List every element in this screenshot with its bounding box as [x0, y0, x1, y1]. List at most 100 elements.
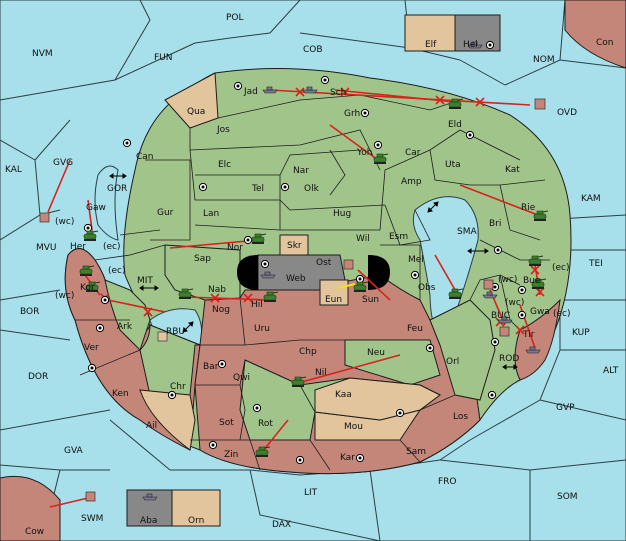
label-rie: Rie	[521, 203, 536, 213]
label-nvm: NVM	[32, 49, 53, 59]
label-orn: Orn	[188, 516, 204, 526]
province-sap-area	[164, 244, 241, 301]
label-nar: Nar	[293, 166, 309, 176]
label-kam: KAM	[581, 194, 601, 204]
impassable-west	[237, 255, 258, 290]
label-coast-wc: (wc)	[498, 275, 517, 285]
label-kor: Kor	[80, 283, 95, 293]
passage-arrows	[109, 173, 518, 370]
sea-gor[interactable]	[94, 165, 119, 241]
label-tei: TEI	[588, 259, 603, 269]
label-yoh: Yoh	[356, 148, 373, 158]
label-sam: Sam	[406, 447, 426, 457]
label-mel: Mel	[408, 255, 424, 265]
label-chp: Chp	[299, 347, 317, 357]
label-ail: Ail	[146, 421, 157, 431]
label-bue: Bue	[523, 276, 541, 286]
label-ver: Ver	[84, 343, 99, 353]
label-orl: Orl	[446, 357, 459, 367]
label-aba: Aba	[140, 516, 157, 526]
province-labels: POL NVM FUN COB NOM Elf Hel Con Jad Sch …	[5, 13, 619, 537]
label-uta: Uta	[445, 160, 461, 170]
label-coast-wc: (wc)	[55, 291, 74, 301]
label-tel: Tel	[251, 184, 264, 194]
label-gvg: GVG	[53, 158, 73, 168]
label-skr: Skr	[287, 241, 302, 251]
label-rod: ROD	[499, 354, 519, 364]
label-lit: LIT	[304, 488, 318, 498]
impassable-east	[368, 255, 390, 290]
label-zin: Zin	[224, 450, 238, 460]
label-alt: ALT	[603, 366, 619, 376]
label-uru: Uru	[254, 324, 270, 334]
label-gur: Gur	[157, 208, 174, 218]
label-coast-ec: (ec)	[552, 263, 570, 273]
label-gwa: Gwa	[530, 307, 550, 317]
label-elc: Elc	[218, 160, 231, 170]
province-orl[interactable]	[429, 299, 496, 401]
label-swm: SWM	[81, 514, 103, 524]
label-sot: Sot	[219, 418, 234, 428]
label-pol: POL	[226, 13, 244, 23]
label-bar: Bar	[203, 362, 219, 372]
label-cow: Cow	[25, 527, 44, 537]
province-cow[interactable]	[0, 475, 61, 541]
label-kat: Kat	[505, 165, 520, 175]
label-fun: FUN	[154, 53, 173, 63]
label-ovd: OVD	[557, 108, 577, 118]
label-sun: Sun	[362, 295, 379, 305]
label-coast-wc: (wc)	[55, 217, 74, 227]
province-ail[interactable]	[139, 389, 196, 451]
label-gaw: Gaw	[86, 203, 106, 213]
label-chr: Chr	[170, 382, 186, 392]
label-tir: Tir	[522, 330, 535, 340]
label-car: Car	[405, 148, 421, 158]
label-fro: FRO	[438, 477, 457, 487]
label-qua: Qua	[187, 107, 205, 117]
label-cob: COB	[303, 45, 323, 55]
label-feu: Feu	[407, 324, 423, 334]
label-buc: BUC	[491, 311, 510, 321]
label-bri: Bri	[489, 219, 501, 229]
label-neu: Neu	[367, 348, 385, 358]
label-nog: Nog	[212, 305, 230, 315]
label-obs: Obs	[418, 283, 436, 293]
label-ost: Ost	[316, 258, 332, 268]
label-ark: Ark	[117, 322, 133, 332]
label-kup: KUP	[572, 328, 590, 338]
label-wil: Wil	[356, 234, 370, 244]
label-eld: Eld	[448, 120, 462, 130]
label-gor: GOR	[107, 184, 127, 194]
label-rbu: RBU	[166, 327, 185, 337]
province-chr[interactable]	[139, 324, 201, 396]
label-nor: Nor	[227, 243, 243, 253]
province-orn[interactable]	[171, 489, 221, 527]
label-bor: BOR	[20, 307, 39, 317]
label-coast-ec: (ec)	[108, 266, 126, 276]
label-nab: Nab	[208, 285, 226, 295]
label-jad: Jad	[243, 87, 258, 97]
label-amp: Amp	[401, 177, 422, 187]
label-dor: DOR	[28, 372, 48, 382]
label-kal: KAL	[5, 165, 22, 175]
order-arrows	[47, 89, 541, 508]
label-grh: Grh	[344, 109, 360, 119]
label-gva: GVA	[64, 446, 84, 456]
label-los: Los	[453, 412, 468, 422]
label-esm: Esm	[389, 232, 408, 242]
label-eun: Eun	[325, 295, 342, 305]
label-mvu: MVU	[36, 243, 57, 253]
label-sap: Sap	[194, 254, 211, 264]
label-kar: Kar	[340, 453, 355, 463]
label-con: Con	[596, 38, 614, 48]
label-sma: SMA	[457, 227, 477, 237]
label-sch: Sch	[330, 88, 346, 98]
label-coast-wc: (wc)	[505, 298, 524, 308]
label-elf: Elf	[425, 40, 437, 50]
label-can: Can	[136, 152, 154, 162]
label-hel: Hel	[463, 40, 478, 50]
province-kaa[interactable]	[314, 377, 441, 421]
label-hug: Hug	[333, 209, 351, 219]
